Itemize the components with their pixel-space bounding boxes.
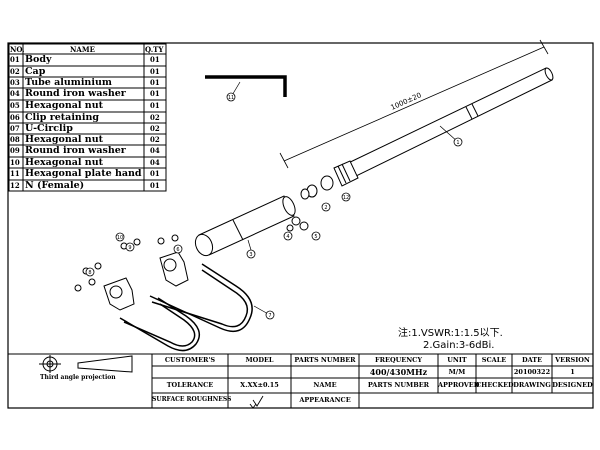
parts-list-header-no: NO. xyxy=(10,45,25,54)
parts-list-header-qty: Q.TY xyxy=(145,45,164,54)
part-row-name: Round iron washer xyxy=(25,145,126,156)
part-row-name: Hexagonal nut xyxy=(25,134,103,145)
tb-customers: CUSTOMER'S xyxy=(164,356,216,364)
u-circlips xyxy=(119,263,253,352)
surface-roughness-symbol xyxy=(249,395,264,409)
part-row-qty: 04 xyxy=(150,146,160,155)
balloon-3: 3 xyxy=(249,252,252,258)
tb-scale: SCALE xyxy=(481,356,507,364)
part-row-qty: 01 xyxy=(150,55,160,64)
balloon-2: 2 xyxy=(324,205,327,211)
tb-version: VERSION xyxy=(555,356,590,364)
projection-label: Third angle projection xyxy=(40,374,116,381)
part-row-no: 02 xyxy=(10,67,20,76)
part-row-name: Body xyxy=(25,54,52,65)
part-row-no: 07 xyxy=(10,124,20,133)
dimension-value: 1000±20 xyxy=(390,91,423,112)
tb-frequency: FREQUENCY xyxy=(374,356,422,364)
part-row-no: 04 xyxy=(10,89,20,98)
tb-version-value: 1 xyxy=(570,368,575,376)
part-row-qty: 04 xyxy=(150,158,160,167)
note-gain: 2.Gain:3-6dBi. xyxy=(423,340,495,351)
balloon-11: 11 xyxy=(228,95,234,101)
parts-list-header-name: NAME xyxy=(70,45,95,54)
part-row-qty: 01 xyxy=(150,169,160,178)
part-row-name: Hexagonal nut xyxy=(25,157,103,168)
balloon-1: 1 xyxy=(456,140,459,146)
part-row-qty: 02 xyxy=(150,113,160,122)
tb-name: NAME xyxy=(313,381,337,389)
part-row-no: 12 xyxy=(10,181,20,190)
sheet-border xyxy=(7,42,594,409)
tb-model: MODEL xyxy=(245,356,274,364)
part-row-qty: 02 xyxy=(150,124,160,133)
tb-appearance: APPEARANCE xyxy=(299,396,351,404)
note-vswr: 注:1.VSWR:1:1.5以下. xyxy=(398,328,503,339)
parts-list-grid xyxy=(8,43,167,192)
tb-parts-number-2: PARTS NUMBER xyxy=(367,381,430,389)
part-row-no: 06 xyxy=(10,113,20,122)
part-row-qty: 02 xyxy=(150,135,160,144)
balloon-9: 9 xyxy=(128,245,131,251)
part-row-name: Hexagonal plate hand xyxy=(25,168,142,179)
part-row-qty: 01 xyxy=(150,101,160,110)
part-row-no: 10 xyxy=(10,158,20,167)
balloon-6: 6 xyxy=(176,247,179,253)
part-row-name: Cap xyxy=(25,66,46,77)
aluminium-tube xyxy=(194,195,296,257)
balloon-12: 12 xyxy=(343,195,349,201)
tb-date-value: 20100322 xyxy=(513,368,551,376)
part-row-no: 11 xyxy=(10,169,20,178)
balloon-10: 10 xyxy=(117,235,123,241)
part-row-name: N (Female) xyxy=(25,180,85,191)
balloon-7: 7 xyxy=(268,313,271,319)
length-dimension xyxy=(279,39,549,169)
tb-date: DATE xyxy=(521,356,543,364)
title-block-grid xyxy=(8,353,593,408)
hexagonal-plate-hand xyxy=(205,75,287,97)
antenna-body xyxy=(300,67,554,200)
tb-checked: CHECKED xyxy=(476,381,514,389)
hardware-left-group xyxy=(74,234,179,292)
part-balloons xyxy=(85,92,463,320)
balloon-5: 5 xyxy=(314,234,317,240)
part-row-no: 05 xyxy=(10,101,20,110)
part-row-no: 03 xyxy=(10,78,20,87)
tb-tolerance: TOLERANCE xyxy=(166,381,214,389)
part-row-qty: 01 xyxy=(150,181,160,190)
tb-frequency-value: 400/430MHz xyxy=(369,367,428,377)
tb-unit: UNIT xyxy=(447,356,467,364)
balloon-8: 8 xyxy=(88,270,91,276)
tb-drawing: DRAWING xyxy=(513,381,551,389)
tb-parts-number: PARTS NUMBER xyxy=(294,356,356,364)
clip-retaining-brackets xyxy=(103,251,189,311)
balloon-labels: 11 1 3 7 2 12 5 4 10 9 6 8 xyxy=(88,95,459,319)
tb-surface-roughness: SURFACE ROUGHNESS xyxy=(152,396,232,403)
part-row-no: 09 xyxy=(10,146,20,155)
part-row-qty: 01 xyxy=(150,67,160,76)
part-row-name: Round iron washer xyxy=(25,88,126,99)
part-row-no: 08 xyxy=(10,135,20,144)
tb-tolerance-value: X.XX±0.15 xyxy=(240,381,279,389)
tb-unit-value: M/M xyxy=(448,368,466,376)
part-row-qty: 01 xyxy=(150,78,160,87)
part-row-name: Tube aluminium xyxy=(25,77,112,88)
balloon-4: 4 xyxy=(286,234,289,240)
tb-designed: DESIGNED xyxy=(552,381,593,389)
third-angle-projection-symbol xyxy=(39,355,133,373)
part-row-qty: 01 xyxy=(150,89,160,98)
part-row-name: Clip retaining xyxy=(25,112,99,123)
part-row-name: Hexagonal nut xyxy=(25,100,103,111)
part-row-no: 01 xyxy=(10,55,20,64)
part-row-name: U-Circlip xyxy=(25,123,73,134)
tb-approved: APPROVED xyxy=(438,381,480,389)
